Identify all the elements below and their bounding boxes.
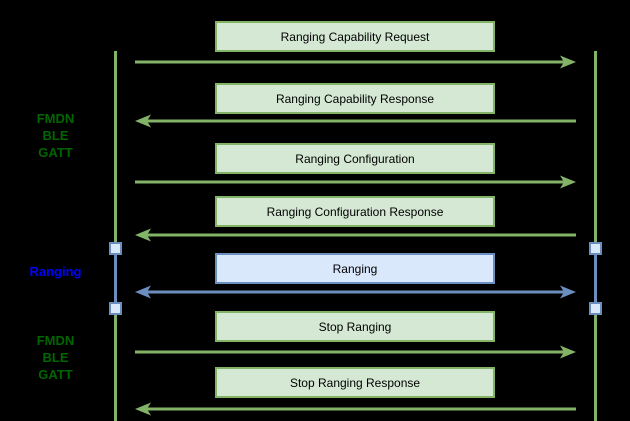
protocol-label-line: BLE [42, 350, 69, 365]
left-lifeline-gatt-bottom [114, 313, 117, 421]
ranging-capability-response-box: Ranging Capability Response [215, 83, 495, 114]
message-label: Stop Ranging [318, 319, 392, 334]
ranging-configuration-response-arrow-left-icon [135, 228, 576, 242]
message-label: Ranging Configuration Response [266, 204, 444, 219]
ranging-configuration-response-box: Ranging Configuration Response [215, 196, 495, 227]
protocol-label-line: GATT [38, 367, 73, 382]
message-label: Ranging Capability Response [275, 91, 435, 106]
ranging-configuration-box: Ranging Configuration [215, 143, 495, 174]
protocol-label-fmdn-ble-gatt-top: FMDN BLE GATT [8, 110, 103, 161]
protocol-label-line: GATT [38, 145, 73, 160]
protocol-label-line: FMDN [36, 111, 75, 126]
stop-ranging-response-arrow-left-icon [135, 402, 576, 416]
protocol-label-line: FMDN [36, 333, 75, 348]
ranging-box: Ranging [215, 253, 495, 284]
ranging-capability-request-box: Ranging Capability Request [215, 21, 495, 52]
ranging-capability-response-arrow-left-icon [135, 114, 576, 128]
ranging-configuration-arrow-right-icon [135, 175, 576, 189]
left-lifeline-gatt-top [114, 51, 117, 242]
stop-ranging-box: Stop Ranging [215, 311, 495, 342]
protocol-label-ranging: Ranging [8, 263, 103, 280]
left-ranging-start-marker [109, 242, 122, 255]
right-lifeline-gatt-top [594, 51, 597, 242]
message-label: Stop Ranging Response [289, 375, 421, 390]
stop-ranging-arrow-right-icon [135, 345, 576, 359]
protocol-label-line: BLE [42, 128, 69, 143]
message-label: Ranging [332, 261, 378, 276]
right-lifeline-ranging [594, 250, 597, 306]
message-label: Ranging Configuration [295, 151, 415, 166]
right-ranging-end-marker [589, 302, 602, 315]
protocol-label-line: Ranging [29, 264, 82, 279]
right-ranging-start-marker [589, 242, 602, 255]
ranging-arrow-both-icon [135, 285, 576, 299]
left-lifeline-ranging [114, 250, 117, 306]
right-lifeline-gatt-bottom [594, 313, 597, 421]
ranging-capability-request-arrow-right-icon [135, 55, 576, 69]
protocol-label-fmdn-ble-gatt-bottom: FMDN BLE GATT [8, 332, 103, 383]
stop-ranging-response-box: Stop Ranging Response [215, 367, 495, 398]
left-ranging-end-marker [109, 302, 122, 315]
message-label: Ranging Capability Request [280, 29, 430, 44]
